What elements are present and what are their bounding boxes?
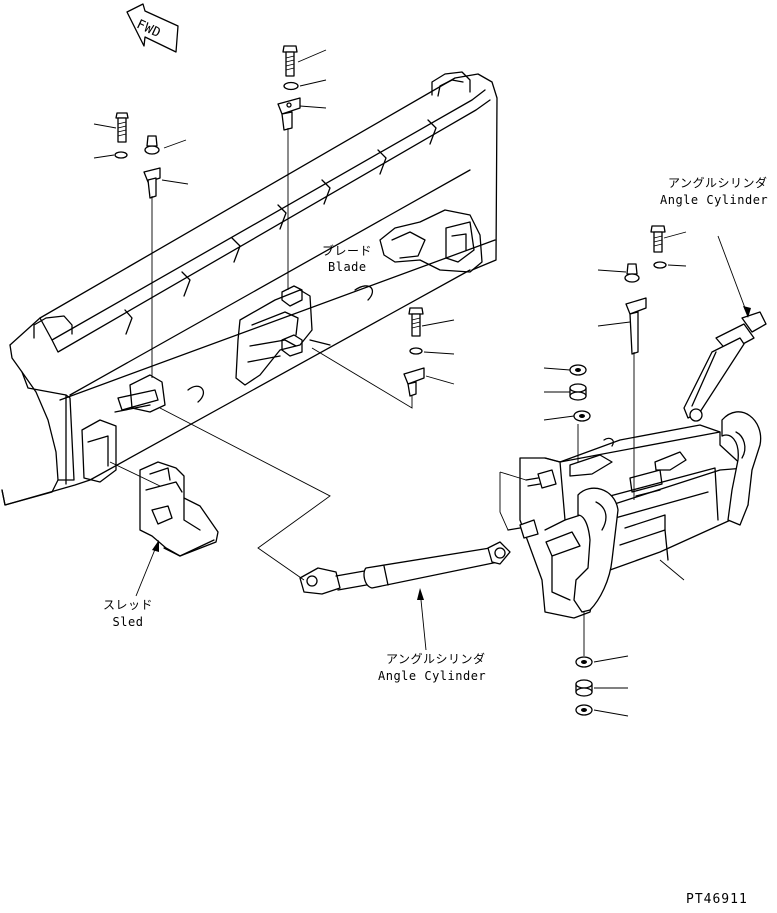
- blade: [1, 71, 498, 506]
- angle-cylinder-bottom-part: [299, 541, 511, 595]
- angle-cylinder-bottom-label-en: Angle Cylinder: [378, 669, 487, 683]
- angle-cylinder-right-label-ja: アングルシリンダ: [668, 176, 768, 190]
- blade-label-ja: ブレード: [322, 244, 373, 258]
- sled: [139, 461, 219, 557]
- hardware: [114, 45, 667, 716]
- sled-label-ja: スレッド: [102, 598, 153, 612]
- fwd-arrow-icon: [126, 3, 179, 53]
- drawing-number: PT46911: [686, 892, 748, 907]
- frame-assembly: [507, 411, 762, 619]
- angle-cylinder-bottom-label-ja: アングルシリンダ: [386, 652, 486, 666]
- blade-label-en: Blade: [328, 260, 367, 274]
- angle-cylinder-right-part: [683, 311, 767, 422]
- angle-cylinder-right-label-en: Angle Cylinder: [660, 193, 769, 207]
- leader-lines: [93, 49, 751, 717]
- sled-label-en: Sled: [112, 615, 144, 629]
